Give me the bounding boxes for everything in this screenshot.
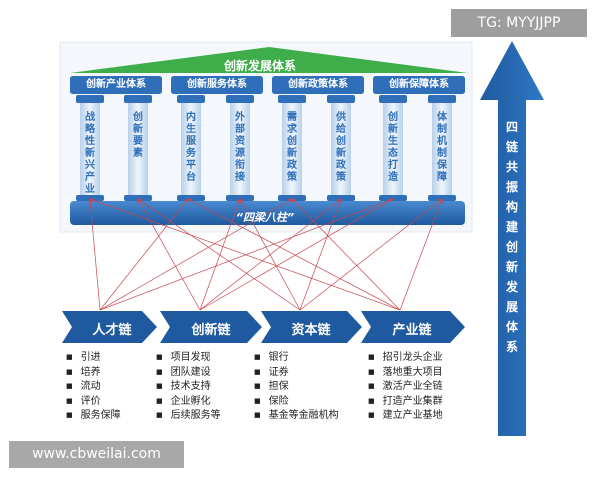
list-item: 担保 <box>254 380 339 395</box>
capital-2 <box>124 95 152 103</box>
pillar-text-5: 需求创新政策 <box>287 112 297 183</box>
site-watermark: www.cbweilai.com <box>9 441 184 468</box>
pillar-2 <box>128 103 148 195</box>
pillar-5 <box>282 103 302 195</box>
list-item: 企业孵化 <box>156 395 221 410</box>
pillar-1 <box>80 103 100 195</box>
pillar-6 <box>331 103 351 195</box>
capital-8 <box>428 95 456 103</box>
list-item: 保险 <box>254 395 339 410</box>
chain-chevron-2 <box>160 311 262 343</box>
list-item: 证券 <box>254 366 339 381</box>
capital-4 <box>226 95 254 103</box>
chain-label-talent: 人才链 <box>92 323 132 338</box>
list-item: 招引龙头企业 <box>368 351 443 366</box>
list-item: 引进 <box>66 351 121 366</box>
chain-label-industry: 产业链 <box>392 323 432 338</box>
list-item: 银行 <box>254 351 339 366</box>
roof <box>70 47 468 73</box>
list-item: 技术支持 <box>156 380 221 395</box>
chain-chevron-1 <box>62 311 157 343</box>
capital-5 <box>278 95 306 103</box>
list-item: 流动 <box>66 380 121 395</box>
list-item: 激活产业全链 <box>368 380 443 395</box>
pillar-text-4: 外部资源衔接 <box>235 112 245 183</box>
pillar-text-6: 供给创新政策 <box>336 112 346 183</box>
pillar-8 <box>432 103 452 195</box>
pillar-text-7: 创新生态打造 <box>388 112 398 183</box>
pillar-4 <box>230 103 250 195</box>
system-label-2: 创新服务体系 <box>171 76 263 94</box>
capital-3 <box>177 95 205 103</box>
innovation-chain-list: 项目发现 团队建设 技术支持 企业孵化 后续服务等 <box>156 351 221 424</box>
list-item: 项目发现 <box>156 351 221 366</box>
up-arrow <box>480 41 544 436</box>
list-item: 服务保障 <box>66 409 121 424</box>
industry-chain-list: 招引龙头企业 落地重大项目 激活产业全链 打造产业集群 建立产业基地 <box>368 351 443 424</box>
tg-badge: TG: MYYJJPP <box>451 9 587 37</box>
pillar-text-3: 内生服务平台 <box>186 112 196 183</box>
list-item: 落地重大项目 <box>368 366 443 381</box>
chain-chevron-3 <box>261 311 362 343</box>
pillar-3 <box>181 103 201 195</box>
pillar-text-2: 创新要素 <box>133 112 143 159</box>
list-item: 后续服务等 <box>156 409 221 424</box>
system-label-3: 创新政策体系 <box>272 76 364 94</box>
list-item: 培养 <box>66 366 121 381</box>
list-item: 建立产业基地 <box>368 409 443 424</box>
system-label-4: 创新保障体系 <box>373 76 465 94</box>
capital-chain-list: 银行 证券 担保 保险 基金等金融机构 <box>254 351 339 424</box>
pillar-text-8: 体制机制保障 <box>437 112 447 183</box>
side-arrow-label: 四链共振构建创新发展体系 <box>505 120 518 354</box>
capital-6 <box>327 95 355 103</box>
chain-label-capital: 资本链 <box>291 323 331 338</box>
chain-chevron-4 <box>361 311 465 343</box>
foundation-label: “四梁八柱” <box>235 211 295 224</box>
list-item: 基金等金融机构 <box>254 409 339 424</box>
pillar-7 <box>383 103 403 195</box>
capital-7 <box>379 95 407 103</box>
list-item: 团队建设 <box>156 366 221 381</box>
chain-label-innovation: 创新链 <box>191 323 231 338</box>
talent-chain-list: 引进 培养 流动 评价 服务保障 <box>66 351 121 424</box>
roof-title: 创新发展体系 <box>223 59 296 73</box>
capital-1 <box>76 95 104 103</box>
list-item: 打造产业集群 <box>368 395 443 410</box>
system-label-1: 创新产业体系 <box>70 76 162 94</box>
pillar-text-1: 战略性新兴产业 <box>85 112 95 195</box>
list-item: 评价 <box>66 395 121 410</box>
